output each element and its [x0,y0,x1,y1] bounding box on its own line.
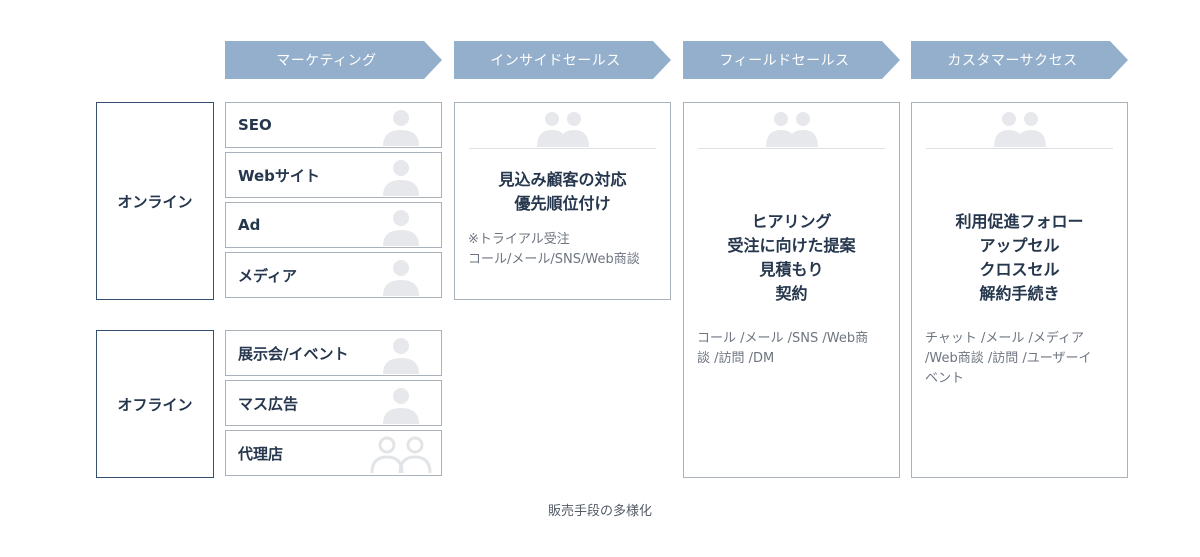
person-icon [383,110,419,146]
channel-label: Ad [238,216,261,234]
panel-divider [469,148,656,149]
person-icon [383,260,419,296]
panel-sub-text: コール /メール /SNS /Web商 談 /訪問 /DM [697,329,868,369]
panel-customer-success: 利用促進フォロー アップセル クロスセル 解約手続き チャット /メール /メデ… [911,102,1128,478]
panel-inside-sales: 見込み顧客の対応 優先順位付け ※トライアル受注 コール/メール/SNS/Web… [454,102,671,300]
channel-label: SEO [238,116,272,134]
group-online: オンライン [96,102,214,300]
main-line: 利用促進フォロー [955,212,1084,231]
channel-agency: 代理店 [225,430,442,476]
sub-line: コール /メール /SNS /Web商 [697,331,869,346]
person-icon [383,388,419,424]
person-icon [383,338,419,374]
main-line: 優先順位付け [514,194,611,213]
panel-main-text: 見込み顧客の対応 優先順位付け [455,168,670,216]
person-icon [383,160,419,196]
people-icon [993,112,1046,147]
main-line: 受注に向けた提案 [727,236,856,255]
panel-main-text: ヒアリング 受注に向けた提案 見積もり 契約 [684,210,899,306]
main-line: アップセル [979,236,1060,255]
channel-label: 代理店 [238,444,284,463]
main-line: 見込み顧客の対応 [498,170,627,189]
panel-divider [926,148,1113,149]
channel-label: メディア [238,266,297,285]
figure-caption: 販売手段の多様化 [547,504,652,519]
person-icon [383,210,419,246]
channel-mass-ad: マス広告 [225,380,442,426]
channel-label: Webサイト [238,166,320,185]
channel-media: メディア [225,252,442,298]
channel-website: Webサイト [225,152,442,198]
panel-field-sales: ヒアリング 受注に向けた提案 見積もり 契約 コール /メール /SNS /We… [683,102,900,478]
main-line: ヒアリング [751,212,832,231]
sub-line: ベント [925,371,965,386]
channel-label: 展示会/イベント [238,344,349,363]
channel-exhibition: 展示会/イベント [225,330,442,376]
panel-sub-text: チャット /メール /メディア /Web商談 /訪問 /ユーザーイ ベント [925,329,1092,389]
channel-label: マス広告 [238,394,299,413]
stage-customer-success: カスタマーサクセス [911,41,1128,79]
people-outline-icon [370,436,432,474]
main-line: 見積もり [759,260,824,279]
sub-line: チャット /メール /メディア [925,331,1084,346]
sub-line: 談 /訪問 /DM [697,351,775,366]
main-line: 解約手続き [979,284,1060,303]
stage-field-sales: フィールドセールス [683,41,900,79]
sub-line: ※トライアル受注 [468,232,570,247]
group-offline: オフライン [96,330,214,478]
main-line: クロスセル [979,260,1060,279]
main-line: 契約 [775,284,808,303]
stage-marketing: マーケティング [225,41,442,79]
panel-sub-text: ※トライアル受注 コール/メール/SNS/Web商談 [468,230,640,270]
people-icon [536,112,589,147]
people-icon [765,112,818,147]
panel-divider [698,148,885,149]
channel-ad: Ad [225,202,442,248]
sub-line: /Web商談 /訪問 /ユーザーイ [925,351,1092,366]
sub-line: コール/メール/SNS/Web商談 [468,252,640,267]
stage-inside-sales: インサイドセールス [454,41,671,79]
channel-seo: SEO [225,102,442,148]
panel-main-text: 利用促進フォロー アップセル クロスセル 解約手続き [912,210,1127,306]
